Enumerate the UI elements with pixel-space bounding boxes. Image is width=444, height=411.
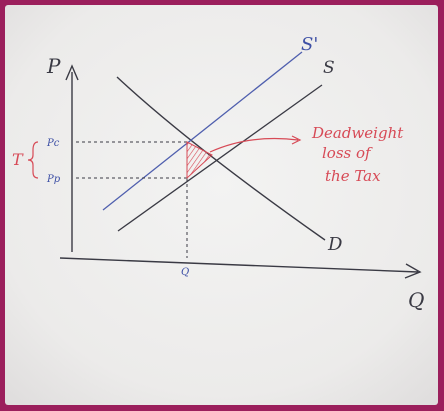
deadweight-note-line-1: Deadweight: [311, 124, 404, 142]
quantity-marker-label: Q: [181, 267, 189, 278]
tax-label: T: [12, 150, 24, 169]
supply-with-tax-curve: [102, 51, 303, 211]
annotation-arrow: [209, 135, 302, 153]
quantity-axis: [59, 257, 422, 279]
supply-with-tax-label: S': [301, 34, 318, 55]
deadweight-loss-area: [186, 141, 213, 180]
producer-price-label: Pp: [46, 174, 61, 185]
supply-curve: [117, 84, 323, 232]
quantity-axis-label: Q: [408, 288, 424, 312]
deadweight-note-line-2: loss of: [322, 144, 373, 162]
demand-label: D: [327, 234, 343, 255]
price-axis: [65, 64, 79, 252]
whiteboard-surface: [5, 5, 438, 405]
deadweight-note-line-3: the Tax: [325, 167, 381, 185]
price-axis-label: P: [46, 54, 61, 78]
consumer-price-label: Pc: [46, 138, 60, 149]
tax-brace: [27, 141, 39, 179]
supply-label: S: [323, 58, 335, 78]
